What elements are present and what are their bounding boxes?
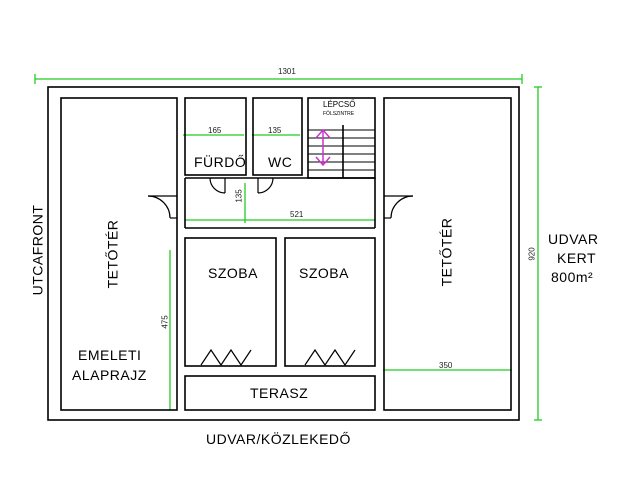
label-kert: KERT <box>557 250 597 266</box>
terrace-doors <box>200 348 356 367</box>
dim-hall-width: 521 <box>290 210 304 219</box>
plan-card <box>10 42 617 470</box>
dim-total-width: 1301 <box>278 67 296 76</box>
label-udvar-kozlekedo: UDVAR/KÖZLEKEDŐ <box>206 431 351 447</box>
plan-label-line1: EMELETI <box>78 347 142 363</box>
stair-arrow <box>315 128 331 167</box>
room-label-terasz: TERASZ <box>250 385 309 401</box>
dim-hall-height: 135 <box>234 189 244 203</box>
room-label-attic-right: TETŐTÉR <box>438 217 455 287</box>
room-label-szoba-1: SZOBA <box>208 265 258 281</box>
dimension-lines <box>34 74 542 421</box>
room-label-furdo: FÜRDŐ <box>194 154 247 170</box>
room-label-szoba-2: SZOBA <box>299 265 349 281</box>
dim-total-depth: 920 <box>527 247 537 261</box>
label-utcafront: UTCAFRONT <box>29 204 46 296</box>
dim-terrace-width: 350 <box>439 361 453 370</box>
dim-wc-width: 135 <box>268 126 282 135</box>
dim-furdo-width: 165 <box>208 126 222 135</box>
stair-title: LÉPCSŐ <box>323 100 356 109</box>
room-label-wc: WC <box>268 154 293 170</box>
label-udvar: UDVAR <box>548 231 599 247</box>
room-label-attic-left: TETŐTÉR <box>104 219 121 289</box>
plan-label-line2: ALAPRAJZ <box>72 367 147 383</box>
stair-subtitle: FÖLSZINTRE <box>323 111 355 117</box>
doors <box>147 177 414 219</box>
dim-room-height: 475 <box>160 315 170 329</box>
label-area: 800m² <box>551 269 594 285</box>
